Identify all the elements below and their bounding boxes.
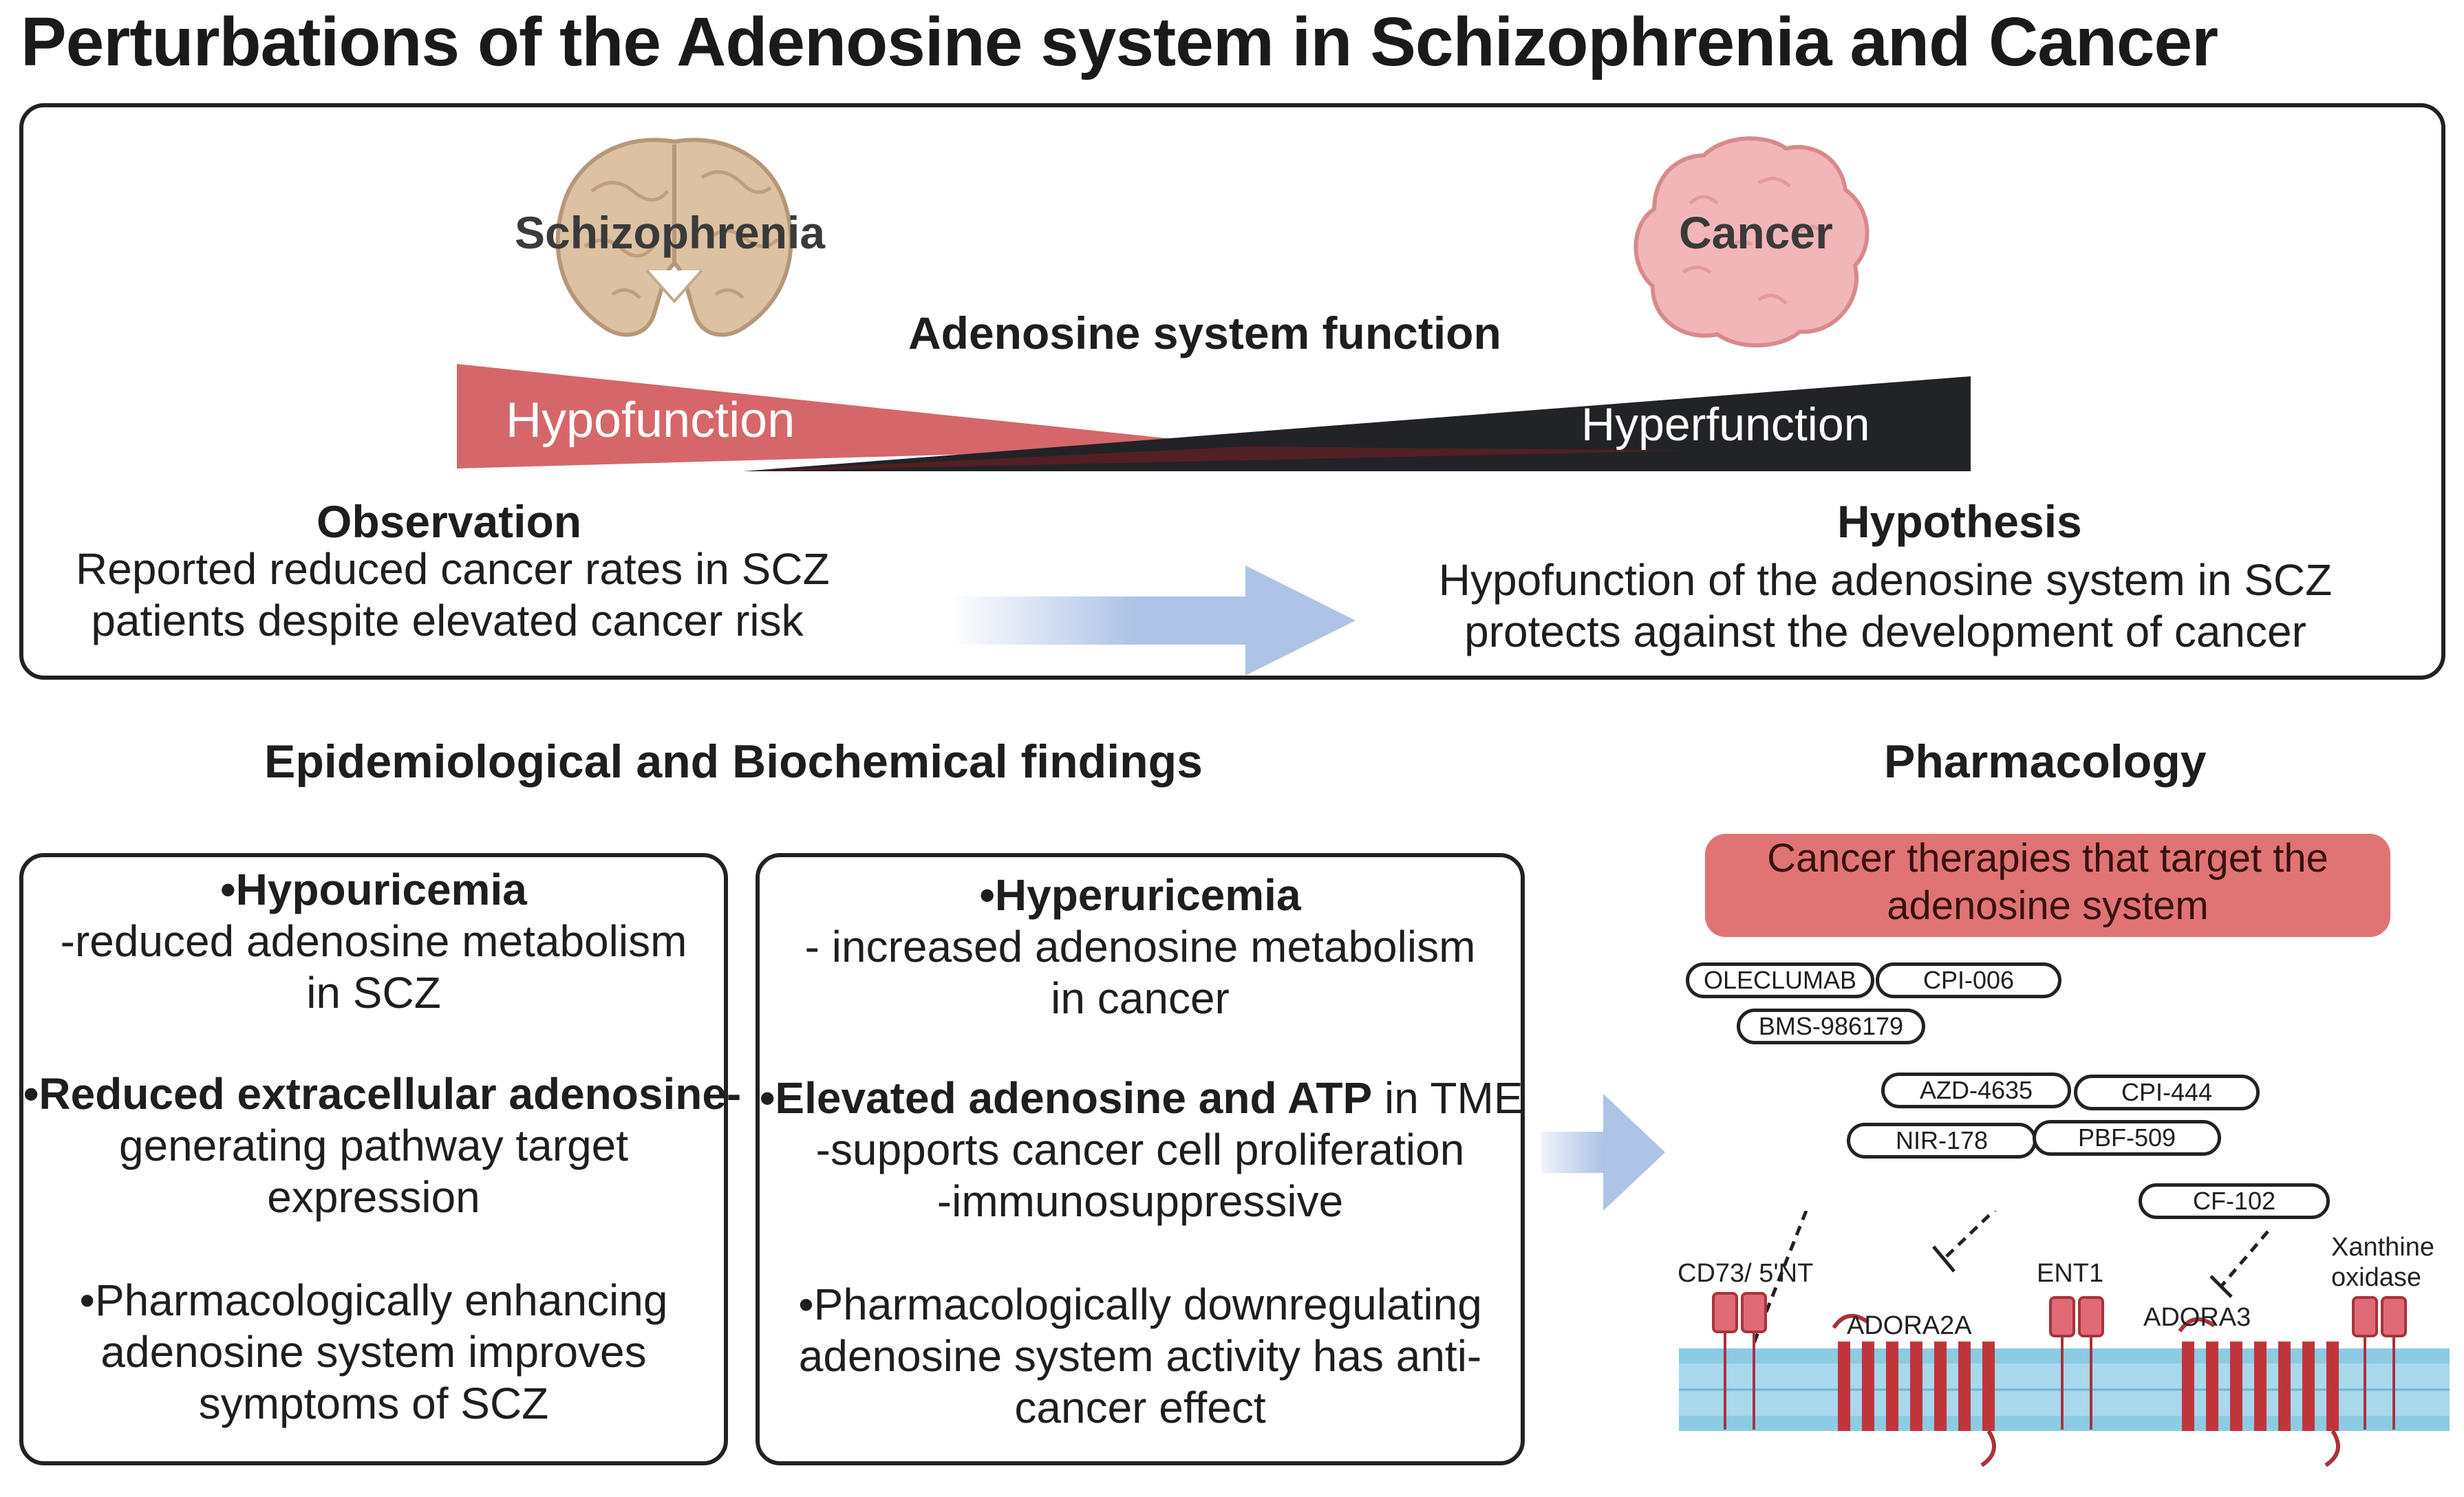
observation-to-hypothesis-arrow — [950, 566, 1356, 676]
inhibition-lines — [1733, 1211, 2269, 1364]
figure-title: Perturbations of the Adenosine system in… — [21, 3, 2218, 80]
cancer-item2-line1: -supports cancer cell proliferation — [815, 1125, 1465, 1174]
cancer-label: Cancer — [1679, 207, 1833, 258]
scz-item3-line3: symptoms of SCZ — [198, 1379, 549, 1428]
drug-cf-102: CF-102 — [2139, 1183, 2330, 1219]
hyperuricemia-title: •Hyperuricemia — [979, 870, 1301, 920]
cd73-label: CD73/ 5'NT — [1678, 1259, 1814, 1288]
reduced-adenosine-title: •Reduced extracellular adenosine- — [23, 1069, 742, 1119]
drug-bms-986179: BMS-986179 — [1737, 1009, 1925, 1044]
adora2a-label: ADORA2A — [1847, 1311, 1972, 1340]
scz-item3-line1: •Pharmacologically enhancing — [79, 1275, 668, 1325]
tumor-icon — [1633, 136, 1870, 347]
elevated-adenosine-title: •Elevated adenosine and ATP in TME — [760, 1073, 1523, 1123]
observation-heading: Observation — [317, 496, 582, 547]
drug-cpi-444: CPI-444 — [2074, 1075, 2260, 1110]
cancer-therapies-box — [1705, 834, 2390, 937]
pharmacology-heading: Pharmacology — [1884, 735, 2207, 788]
cancer-item2-line2: -immunosuppressive — [936, 1176, 1344, 1226]
schizophrenia-label: Schizophrenia — [515, 207, 826, 258]
scz-item3-line2: adenosine system improves — [100, 1327, 647, 1377]
brain-icon — [555, 138, 793, 337]
drug-nir-178: NIR-178 — [1847, 1123, 2037, 1159]
ent1-label: ENT1 — [2037, 1259, 2104, 1288]
findings-to-pharmacology-arrow — [1541, 1094, 1665, 1211]
hypothesis-panel — [19, 103, 2445, 680]
xanthine-oxidase-label-line1: Xanthine — [2331, 1233, 2435, 1262]
adenosine-function-label: Adenosine system function — [908, 308, 1501, 358]
cancer-item3-line1: •Pharmacologically downregulating — [798, 1280, 1482, 1329]
cell-membrane-illustration — [1679, 1211, 2450, 1467]
drug-cpi-006: CPI-006 — [1876, 962, 2061, 998]
hypouricemia-title: •Hypouricemia — [220, 865, 527, 914]
cancer-findings-box: •Hyperuricemia - increased adenosine met… — [756, 853, 1525, 1465]
cancer-item1-line2: in cancer — [1051, 973, 1230, 1023]
cancer-item3-line3: cancer effect — [1014, 1383, 1266, 1432]
observation-text: Reported reduced cancer rates in SCZ pat… — [76, 544, 830, 645]
scz-item2-line2: expression — [267, 1172, 480, 1222]
cancer-item3-line2: adenosine system activity has anti- — [798, 1331, 1482, 1381]
adora3-label: ADORA3 — [2143, 1303, 2251, 1332]
drug-azd-4635: AZD-4635 — [1881, 1073, 2071, 1108]
hypothesis-heading: Hypothesis — [1837, 496, 2082, 547]
drug-pbf-509: PBF-509 — [2033, 1120, 2221, 1156]
cancer-therapies-text: Cancer therapies that target the adenosi… — [1767, 836, 2328, 928]
hypofunction-label: Hypofunction — [506, 393, 795, 448]
scz-findings-box: •Hypouricemia -reduced adenosine metabol… — [19, 853, 742, 1465]
hyperfunction-label: Hyperfunction — [1581, 398, 1870, 451]
hypothesis-text: Hypofunction of the adenosine system in … — [1438, 555, 2333, 656]
xanthine-oxidase-label-line2: oxidase — [2331, 1263, 2421, 1292]
scz-item2-line1: generating pathway target — [118, 1121, 629, 1170]
scz-item1-line1: -reduced adenosine metabolism — [60, 916, 687, 966]
cancer-item1-line1: - increased adenosine metabolism — [804, 922, 1476, 971]
epi-heading: Epidemiological and Biochemical findings — [264, 735, 1203, 788]
drug-oleclumab: OLECLUMAB — [1686, 962, 1874, 998]
hypo-hyper-wedges — [457, 364, 1971, 471]
scz-item1-line2: in SCZ — [306, 968, 441, 1017]
